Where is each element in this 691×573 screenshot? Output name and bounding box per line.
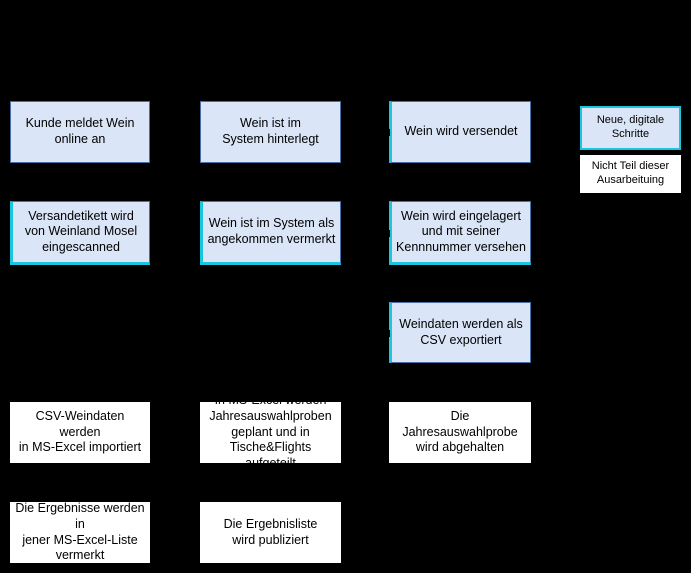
jahresauswahlprobe-abgehalten[interactable]: Die Jahresauswahlprobe wird abgehalten bbox=[389, 402, 531, 463]
node-label: Wein wird eingelagert und mit seiner Ken… bbox=[396, 208, 526, 254]
node-label: Wein ist im System hinterlegt bbox=[222, 116, 319, 146]
node-label: Die Ergebnisliste wird publiziert bbox=[223, 516, 318, 547]
ergebnisse-in-excel-liste-vermerkt[interactable]: Die Ergebnisse werden in jener MS-Excel-… bbox=[10, 501, 150, 563]
connector-nub-icon bbox=[386, 330, 390, 337]
node-label: Die Jahresauswahlprobe wird abgehalten bbox=[402, 409, 518, 455]
wein-im-system-angekommen-vermerkt[interactable]: Wein ist im System als angekommen vermer… bbox=[200, 201, 341, 265]
connector-nub-icon bbox=[386, 230, 390, 237]
node-label: In MS-Excel werden Jahresauswahlproben g… bbox=[209, 393, 332, 470]
legend-item-neue-digitale-schritte[interactable]: Neue, digitale Schritte bbox=[580, 106, 681, 150]
node-label: Versandetikett wird von Weinland Mosel e… bbox=[24, 208, 138, 254]
node-label: Die Ergebnisse werden in jener MS-Excel-… bbox=[15, 501, 145, 563]
ergebnisliste-publiziert[interactable]: Die Ergebnisliste wird publiziert bbox=[200, 502, 341, 563]
connector-nub-icon bbox=[386, 129, 390, 136]
node-label: Wein wird versendet bbox=[404, 124, 518, 139]
legend-item-label: Neue, digitale Schritte bbox=[596, 114, 665, 140]
node-label: CSV-Weindaten werden in MS-Excel importi… bbox=[18, 409, 142, 455]
weindaten-als-csv-exportiert[interactable]: Weindaten werden als CSV exportiert bbox=[386, 302, 531, 363]
ms-excel-jahresauswahlproben-geplant[interactable]: In MS-Excel werden Jahresauswahlproben g… bbox=[200, 393, 341, 470]
wein-ist-im-system-hinterlegt[interactable]: Wein ist im System hinterlegt bbox=[200, 101, 341, 163]
kunde-meldet-wein-online-an[interactable]: Kunde meldet Wein online an bbox=[10, 101, 150, 163]
legend-item-nicht-teil-dieser-ausarbeitung[interactable]: Nicht Teil dieser Ausarbeituing bbox=[580, 155, 681, 193]
node-label: Kunde meldet Wein online an bbox=[25, 116, 135, 146]
wein-wird-versendet[interactable]: Wein wird versendet bbox=[386, 101, 531, 163]
csv-weindaten-importiert[interactable]: CSV-Weindaten werden in MS-Excel importi… bbox=[10, 402, 150, 463]
wein-eingelagert-kennnummer[interactable]: Wein wird eingelagert und mit seiner Ken… bbox=[386, 201, 531, 265]
legend-item-label: Nicht Teil dieser Ausarbeituing bbox=[591, 160, 670, 186]
node-label: Weindaten werden als CSV exportiert bbox=[399, 316, 523, 347]
versandetikett-eingescanned[interactable]: Versandetikett wird von Weinland Mosel e… bbox=[10, 201, 150, 265]
node-label: Wein ist im System als angekommen vermer… bbox=[207, 216, 336, 246]
